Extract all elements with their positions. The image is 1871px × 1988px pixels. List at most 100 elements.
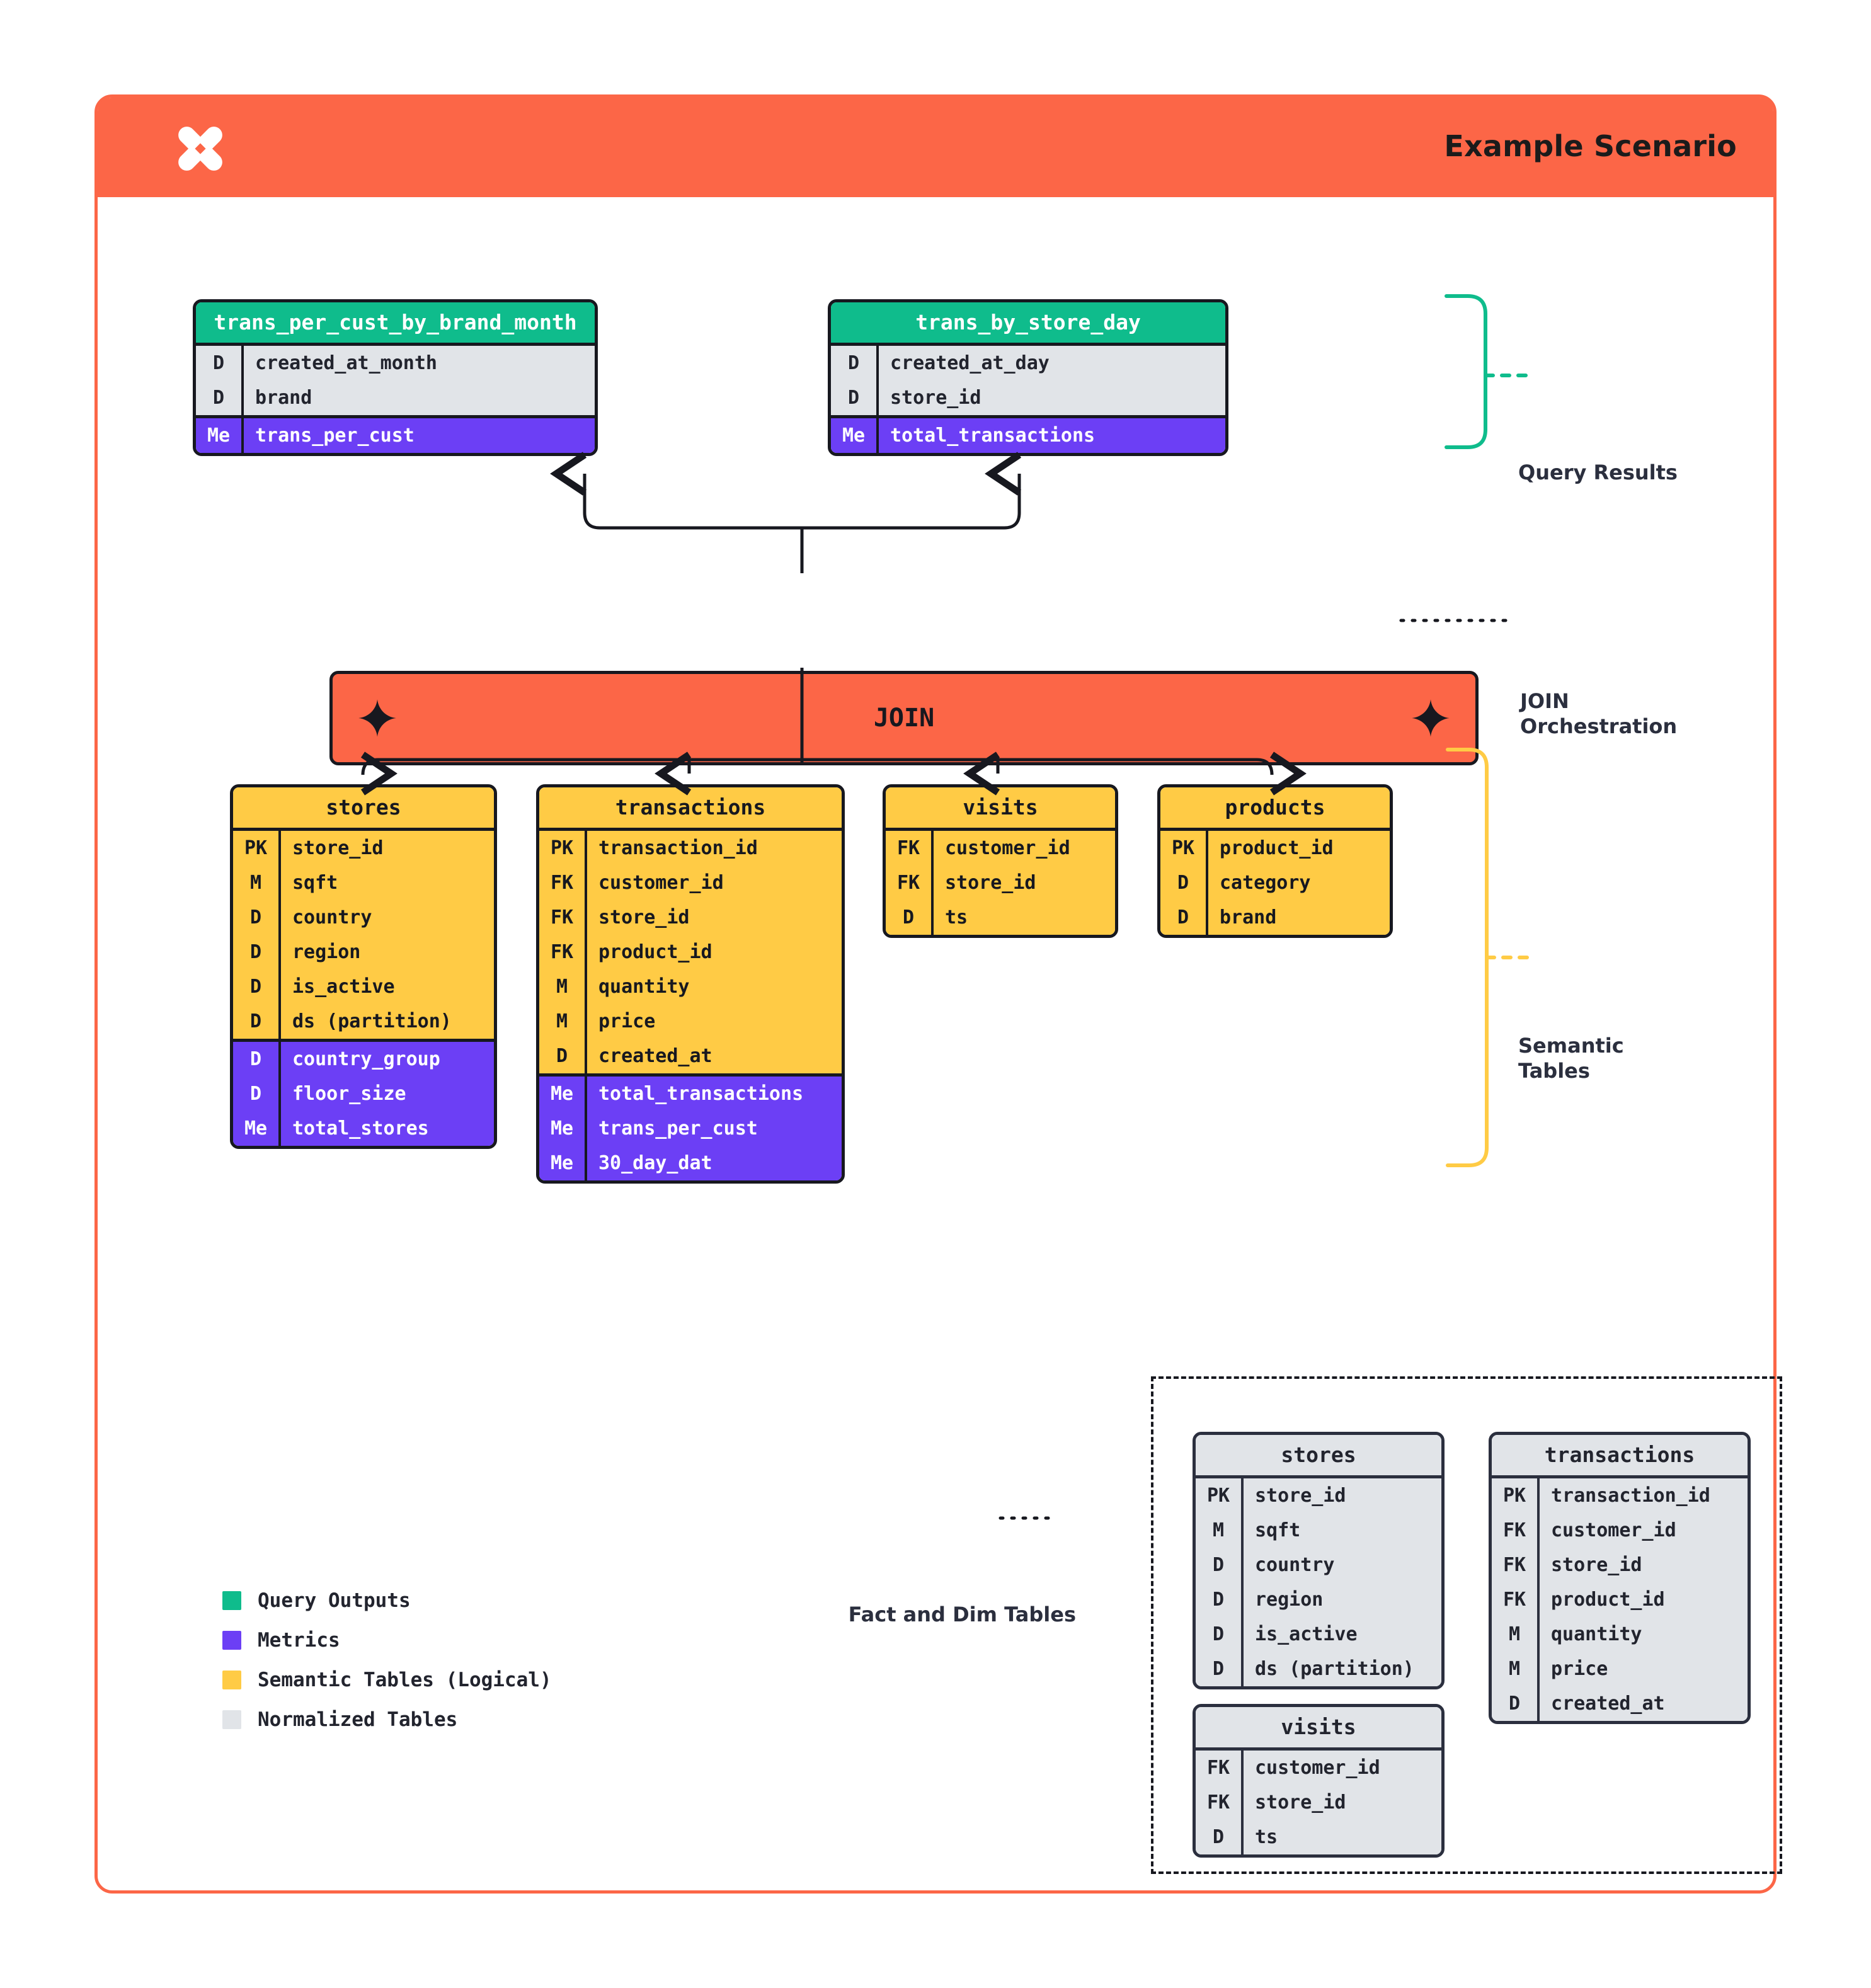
row-field: region [292, 941, 361, 964]
diagram-card: Example Scenario trans_per_cust_by_brand… [94, 94, 1782, 1894]
row-key: D [902, 906, 915, 929]
card-header: Example Scenario [98, 98, 1773, 197]
row-key: D [249, 1048, 262, 1071]
row-key: M [1508, 1658, 1521, 1681]
row-field: customer_id [1255, 1757, 1380, 1779]
page-title: Example Scenario [1444, 129, 1737, 163]
metric-group: Me trans_per_cust [196, 415, 595, 454]
row-key: D [249, 941, 262, 964]
row-key: FK [1206, 1791, 1230, 1814]
callout-semantic-tables: Semantic Tables [1518, 1033, 1624, 1083]
row-key: D [847, 387, 860, 409]
legend: Query Outputs Metrics Semantic Tables (L… [222, 1589, 552, 1748]
query-result-table-trans-per-cust-by-brand-month[interactable]: trans_per_cust_by_brand_month D created_… [193, 299, 598, 457]
row-key: Me [207, 425, 231, 447]
row-key: PK [244, 837, 268, 860]
dimension-group: D created_at_day D store_id [831, 346, 1225, 416]
row-key: PK [1206, 1485, 1230, 1507]
row-field: brand [1220, 906, 1277, 929]
row-key: D [212, 352, 225, 375]
legend-item: Semantic Tables (Logical) [222, 1669, 552, 1691]
row-key: FK [1502, 1554, 1526, 1577]
row-field: ds (partition) [292, 1010, 452, 1033]
row-field: customer_id [945, 837, 1070, 860]
table-row: FK store_id [1196, 1785, 1441, 1820]
fact-dim-group [1151, 1376, 1782, 1874]
callout-label-text: Fact and Dim Tables [848, 1602, 1076, 1626]
table-row: D store_id [831, 380, 1225, 415]
callout-join-orchestration: JOIN Orchestration [1520, 688, 1677, 739]
row-field: sqft [292, 872, 338, 894]
callout-label-text: Tables [1518, 1059, 1590, 1083]
row-key: M [556, 976, 568, 998]
table-row: D brand [196, 380, 595, 415]
row-field: brand [255, 387, 312, 409]
row-field: quantity [598, 976, 690, 998]
row-field: store_id [890, 387, 981, 409]
legend-item: Query Outputs [222, 1589, 552, 1612]
row-key: Me [550, 1152, 574, 1175]
table-title: visits [886, 787, 1115, 828]
legend-swatch-metrics [222, 1631, 241, 1650]
row-field: product_id [1220, 837, 1334, 860]
row-field: created_at_day [890, 352, 1050, 375]
table-row: D created_at_day [831, 346, 1225, 380]
row-field: trans_per_cust [598, 1117, 758, 1140]
query-result-table-trans-by-store-day[interactable]: trans_by_store_day D created_at_day D st… [828, 299, 1228, 457]
table-title: stores [1196, 1435, 1441, 1476]
row-key: PK [1502, 1485, 1526, 1507]
metric-group: Me total_transactions [831, 415, 1225, 454]
row-field: floor_size [292, 1083, 406, 1105]
row-key: D [1212, 1658, 1225, 1681]
sparkle-icon [1411, 699, 1450, 738]
row-key: D [1177, 906, 1189, 929]
callout-label-text: JOIN [1520, 689, 1569, 713]
row-field: transaction_id [598, 837, 758, 860]
row-key: D [249, 906, 262, 929]
table-title: stores [233, 787, 494, 828]
row-field: country [1255, 1554, 1335, 1577]
row-key: FK [896, 872, 920, 894]
join-orchestration-bar[interactable]: JOIN [329, 671, 1479, 765]
legend-label: Metrics [258, 1629, 340, 1652]
row-field: ds (partition) [1255, 1658, 1414, 1681]
row-field: store_id [1255, 1791, 1346, 1814]
dimension-group: D created_at_month D brand [196, 346, 595, 416]
row-key: FK [550, 941, 574, 964]
row-field: product_id [598, 941, 712, 964]
row-key: PK [550, 837, 574, 860]
callout-fact-dim-tables: Fact and Dim Tables [761, 1602, 1076, 1627]
row-field: price [598, 1010, 656, 1033]
row-key: D [249, 1010, 262, 1033]
table-title: trans_per_cust_by_brand_month [196, 302, 595, 343]
row-field: total_transactions [598, 1083, 804, 1105]
row-key: M [1508, 1623, 1521, 1646]
row-field: created_at [598, 1045, 712, 1068]
row-key: D [249, 1083, 262, 1105]
row-field: country [292, 906, 372, 929]
